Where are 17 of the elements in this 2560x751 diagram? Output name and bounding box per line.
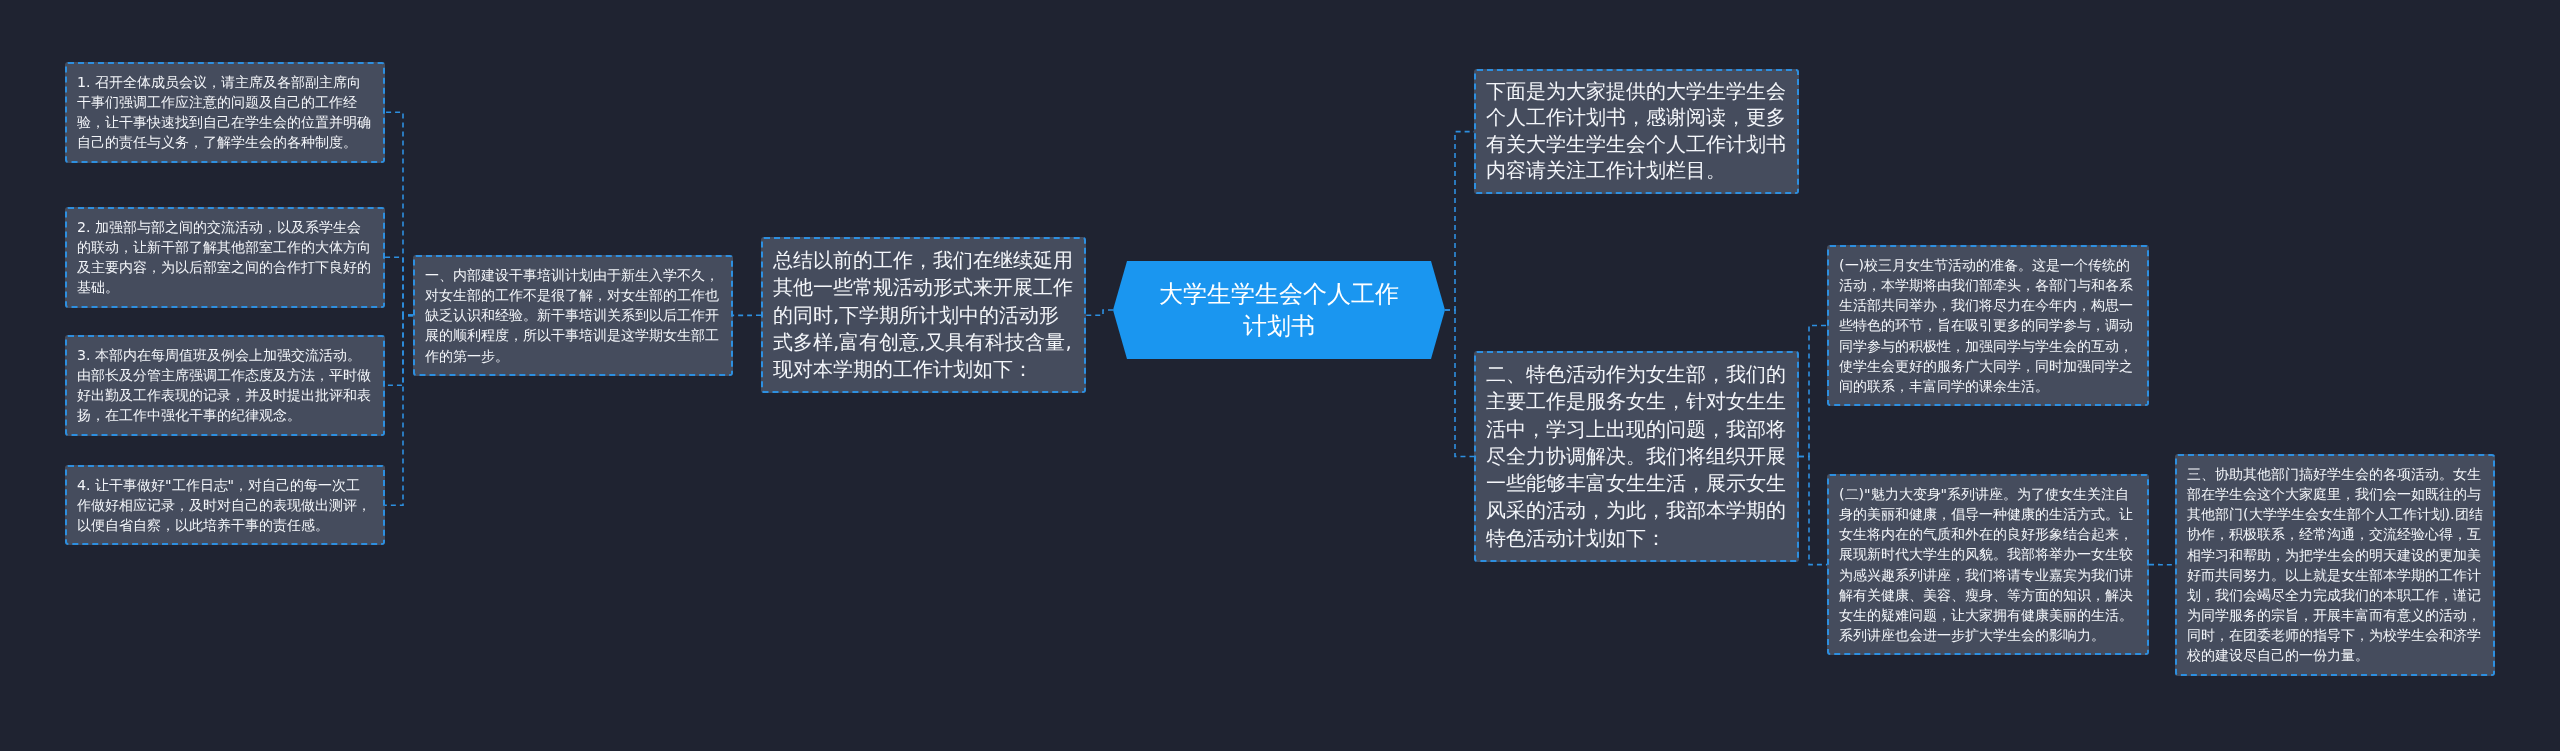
- topic-box: 二、特色活动作为女生部，我们的主要工作是服务女生，针对女生生活中，学习上出现的问题，我部将尽全力协调解决。我们将组织开展一些能够丰富女生生活，展示女生风采的活动，为此，我部本学期的特色活动计划如下：: [1474, 351, 1799, 563]
- topic-box: 2. 加强部与部之间的交流活动，以及系学生会的联动，让新干部了解其他部室工作的大体方向及主要内容，为以后部室之间的合作打下良好的基础。: [65, 207, 385, 308]
- topic-box: 3. 本部内在每周值班及例会上加强交流活动。由部长及分管主席强调工作态度及方法，平时做好出勤及工作表现的记录，并及时提出批评和表扬，在工作中强化干事的纪律观念。: [65, 335, 385, 436]
- topic-box: (二)"魅力大变身"系列讲座。为了使女生关注自身的美丽和健康，倡导一种健康的生活方式。让女生将内在的气质和外在的良好形象结合起来，展现新时代大学生的风貌。我部将举办一女生较为感兴趣系列讲座，我们将请专业嘉宾为我们讲解有关健康、美容、瘦身、等方面的知识，解决女生的疑难问题，让大家拥有健康美丽的生活。系列讲座也会进一步扩大学生会的影响力。: [1827, 474, 2149, 656]
- topic-box: 三、协助其他部门搞好学生会的各项活动。女生部在学生会这个大家庭里，我们会一如既往的与其他部门(大学学生会女生部个人工作计划).团结协作，积极联系，经常沟通，交流经验心得，互相学习和帮助，为把学生会的明天建设的更加美好而共同努力。以上就是女生部本学期的工作计划，我们会竭尽全力完成我们的本职工作，谨记为同学服务的宗旨，开展丰富而有意义的活动，同时，在团委老师的指导下，为校学生会和济学校的建设尽自己的一份力量。: [2175, 454, 2495, 676]
- root-topic-hexagon: 大学生学生会个人工作计划书: [1113, 261, 1445, 359]
- topic-box: 4. 让干事做好"工作日志"，对自己的每一次工作做好相应记录，及时对自己的表现做出测评，以便自省自察，以此培养干事的责任感。: [65, 465, 385, 546]
- topic-box: (一)校三月女生节活动的准备。这是一个传统的活动，本学期将由我们部牵头，各部门与和各系生活部共同举办，我们将尽力在今年内，构思一些特色的环节，旨在吸引更多的同学参与，调动同学参与的积极性，加强同学与学生会的互动，使学生会更好的服务广大同学，同时加强同学之间的联系，丰富同学的课余生活。: [1827, 245, 2149, 407]
- connector-line: [1085, 309, 1114, 317]
- connector-line: [1798, 455, 1828, 566]
- connector-line: [1444, 309, 1475, 458]
- connector-line: [384, 314, 414, 507]
- topic-box: 下面是为大家提供的大学生学生会个人工作计划书，感谢阅读，更多有关大学生学生会个人工作计划书内容请关注工作计划栏目。: [1474, 69, 1799, 195]
- connector-line: [732, 314, 762, 317]
- topic-box: 总结以前的工作，我们在继续延用其他一些常规活动形式来开展工作的同时,下学期所计划中的活动形式多样,富有创意,又具有科技含量,现对本学期的工作计划如下：: [761, 237, 1086, 394]
- topic-box: 1. 召开全体成员会议，请主席及各部副主席向干事们强调工作应注意的问题及自己的工作经验，让干事快速找到自己在学生会的位置并明确自己的责任与义务，了解学生会的各种制度。: [65, 62, 385, 163]
- topic-box: 一、内部建设干事培训计划由于新生入学不久，对女生部的工作不是很了解，对女生部的工作也缺乏认识和经验。新干事培训关系到以后工作开展的顺利程度，所以干事培训是这学期女生部工作的第一步。: [413, 255, 733, 376]
